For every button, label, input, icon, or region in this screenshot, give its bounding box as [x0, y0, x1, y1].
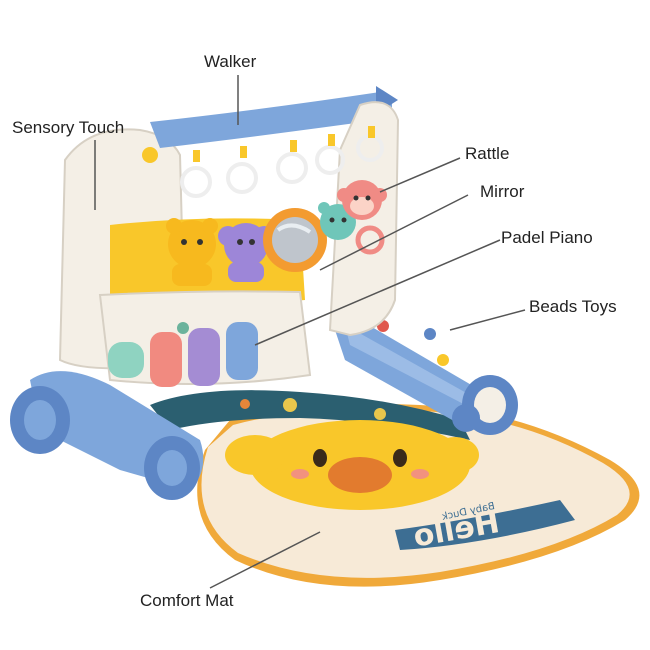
tiger-toy: [166, 218, 218, 286]
beads-toy: [377, 314, 449, 366]
piano-key-blue: [226, 322, 258, 380]
label-beads-toys: Beads Toys: [529, 297, 617, 316]
duck-print: [225, 420, 479, 510]
piano-key-mint: [108, 342, 144, 378]
walker-frame: [10, 86, 400, 500]
piano-key-pink: [150, 332, 182, 387]
piano-key-purple: [188, 328, 220, 386]
right-rail: [330, 315, 518, 435]
hanging-rings: [180, 134, 384, 198]
monkey-rattle: [337, 180, 387, 255]
label-mirror: Mirror: [480, 182, 525, 201]
label-walker: Walker: [204, 52, 257, 71]
label-sensory-touch: Sensory Touch: [12, 118, 125, 137]
mirror-toy: [263, 208, 327, 272]
label-comfort-mat: Comfort Mat: [140, 591, 234, 610]
label-rattle: Rattle: [465, 144, 510, 163]
mat-lettering: Hello Baby Duck: [395, 500, 575, 555]
comfort-mat: Hello Baby Duck: [150, 390, 640, 587]
label-padel-piano: Padel Piano: [501, 228, 593, 247]
pointer-lines: [94, 75, 526, 589]
